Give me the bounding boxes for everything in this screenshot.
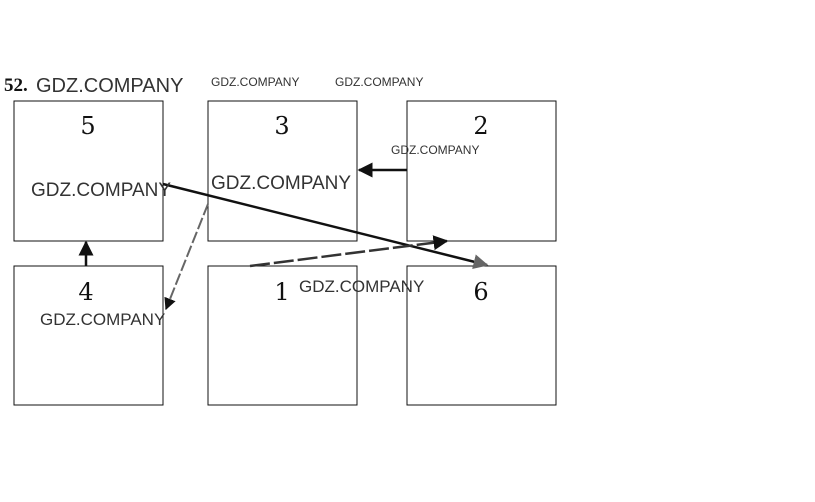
arrow-5-to-6 (162, 182, 489, 270)
box-label: 3 (274, 112, 289, 140)
box-label: 2 (473, 112, 488, 140)
watermark: GDZ.COMPANY (299, 277, 424, 296)
watermark: GDZ.COMPANY (211, 75, 299, 89)
box-3: 3 (207, 100, 358, 242)
box-6: 6 (406, 265, 557, 406)
box-label: 1 (274, 278, 289, 306)
box-label: 4 (78, 278, 93, 306)
watermark: GDZ.COMPANY (211, 173, 351, 194)
box-2: 2 (406, 100, 557, 242)
arrow-1-to-2 (249, 235, 449, 268)
watermark: GDZ.COMPANY (391, 143, 479, 157)
watermark: GDZ.COMPANY (40, 310, 165, 329)
watermark: GDZ.COMPANY (335, 75, 423, 89)
box-5: 5 (13, 100, 164, 242)
box-4: 4 (13, 265, 164, 406)
problem-number: 52. (4, 75, 28, 96)
box-1: 1 (207, 265, 358, 406)
watermark: GDZ.COMPANY (31, 180, 171, 201)
box-label: 6 (473, 278, 488, 306)
watermark: GDZ.COMPANY (36, 75, 183, 97)
box-label: 5 (80, 112, 95, 140)
arrow-3-to-4 (164, 203, 209, 311)
